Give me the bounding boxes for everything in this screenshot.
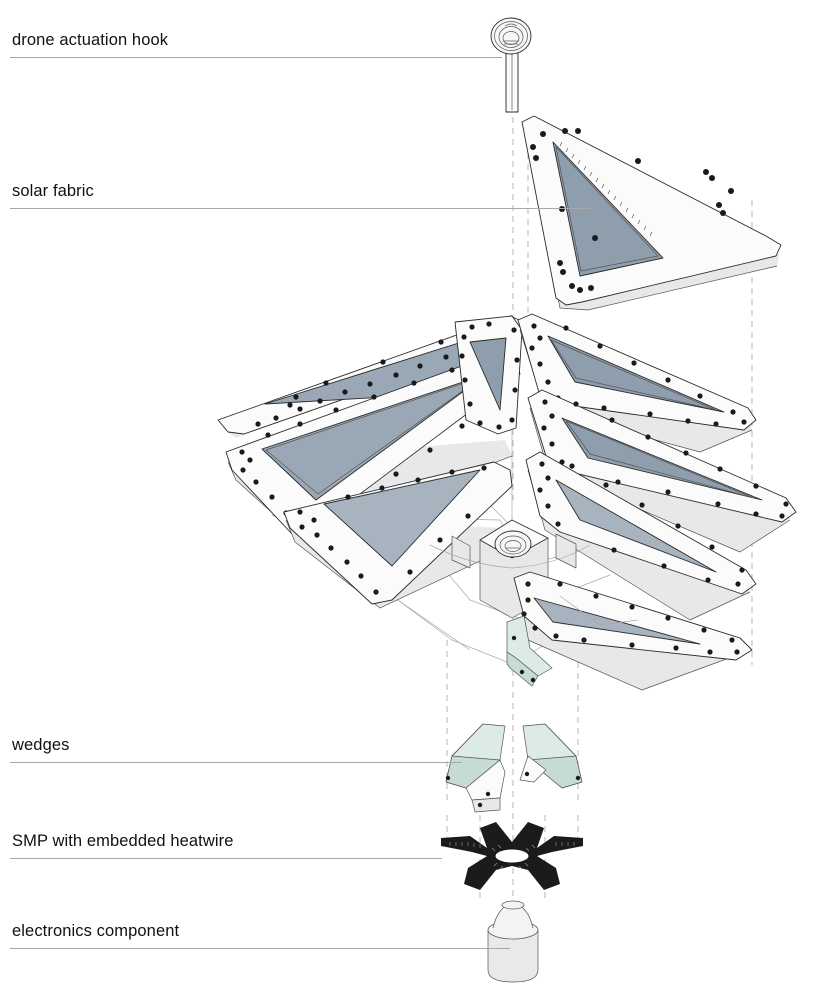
hub-braces	[429, 533, 591, 569]
leader-line-electronics-component	[10, 948, 510, 949]
label-drone-actuation-hook: drone actuation hook	[12, 31, 169, 49]
leader-line-wedges	[10, 762, 462, 763]
leader-line-drone-actuation-hook	[10, 57, 502, 58]
wedges-part	[445, 723, 583, 813]
label-wedges: wedges	[12, 736, 70, 754]
electronics-component-part	[487, 900, 539, 983]
drone-actuation-hook-part	[490, 17, 532, 113]
label-smp-with-embedded-heatwire: SMP with embedded heatwire	[12, 832, 234, 850]
lower-detached-panel	[506, 571, 753, 691]
leader-line-smp	[10, 858, 442, 859]
leader-line-solar-fabric	[10, 208, 590, 209]
upper-solar-panel	[521, 115, 782, 311]
label-electronics-component: electronics component	[12, 922, 180, 940]
smp-heatwire-part	[441, 822, 583, 890]
deployed-panel-cluster	[217, 313, 797, 665]
label-solar-fabric: solar fabric	[12, 182, 94, 200]
